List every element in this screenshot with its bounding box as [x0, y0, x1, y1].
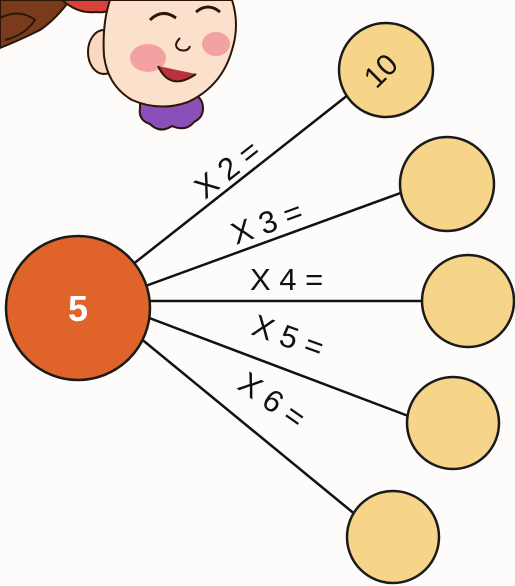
girl-cheek-right: [202, 32, 230, 56]
girl-cheek-left: [130, 44, 166, 72]
multiplier-labels: X 2 = X 3 = X 4 = X 5 = X 6 =: [188, 133, 329, 436]
girl-nose: [175, 37, 191, 52]
girl-eye-right: [195, 5, 221, 14]
girl-mouth: [157, 65, 197, 83]
answer-node-x5[interactable]: [405, 375, 501, 471]
answer-node-x2[interactable]: 10: [337, 21, 435, 119]
girl-hair-curl: [0, 12, 37, 41]
answer-nodes: 10: [337, 21, 515, 585]
answer-circle[interactable]: [337, 21, 435, 119]
connector-lines: [117, 90, 423, 521]
girl-face: [102, 0, 237, 108]
multiplier-label-x2: X 2 =: [188, 133, 267, 206]
line-x2: [117, 90, 354, 277]
answer-node-x3[interactable]: [398, 135, 496, 233]
line-x5: [143, 314, 412, 419]
answer-circle[interactable]: [398, 135, 496, 233]
answer-circle[interactable]: [345, 489, 441, 585]
girl-hair: [0, 0, 72, 50]
answer-node-x4[interactable]: [420, 253, 515, 349]
center-number: 5: [68, 288, 88, 329]
multiplier-label-x5: X 5 =: [248, 308, 329, 366]
answer-node-x6[interactable]: [345, 489, 441, 585]
girl-eye-left: [148, 12, 177, 22]
line-x3: [139, 189, 407, 290]
center-circle: [4, 234, 152, 382]
cartoon-girl-illustration: [0, 0, 237, 131]
line-x6: [127, 327, 363, 521]
answer-circle[interactable]: [420, 253, 515, 349]
center-number-node: 5: [4, 234, 152, 382]
multiplier-label-x4: X 4 =: [250, 262, 323, 297]
answer-circle[interactable]: [405, 375, 501, 471]
